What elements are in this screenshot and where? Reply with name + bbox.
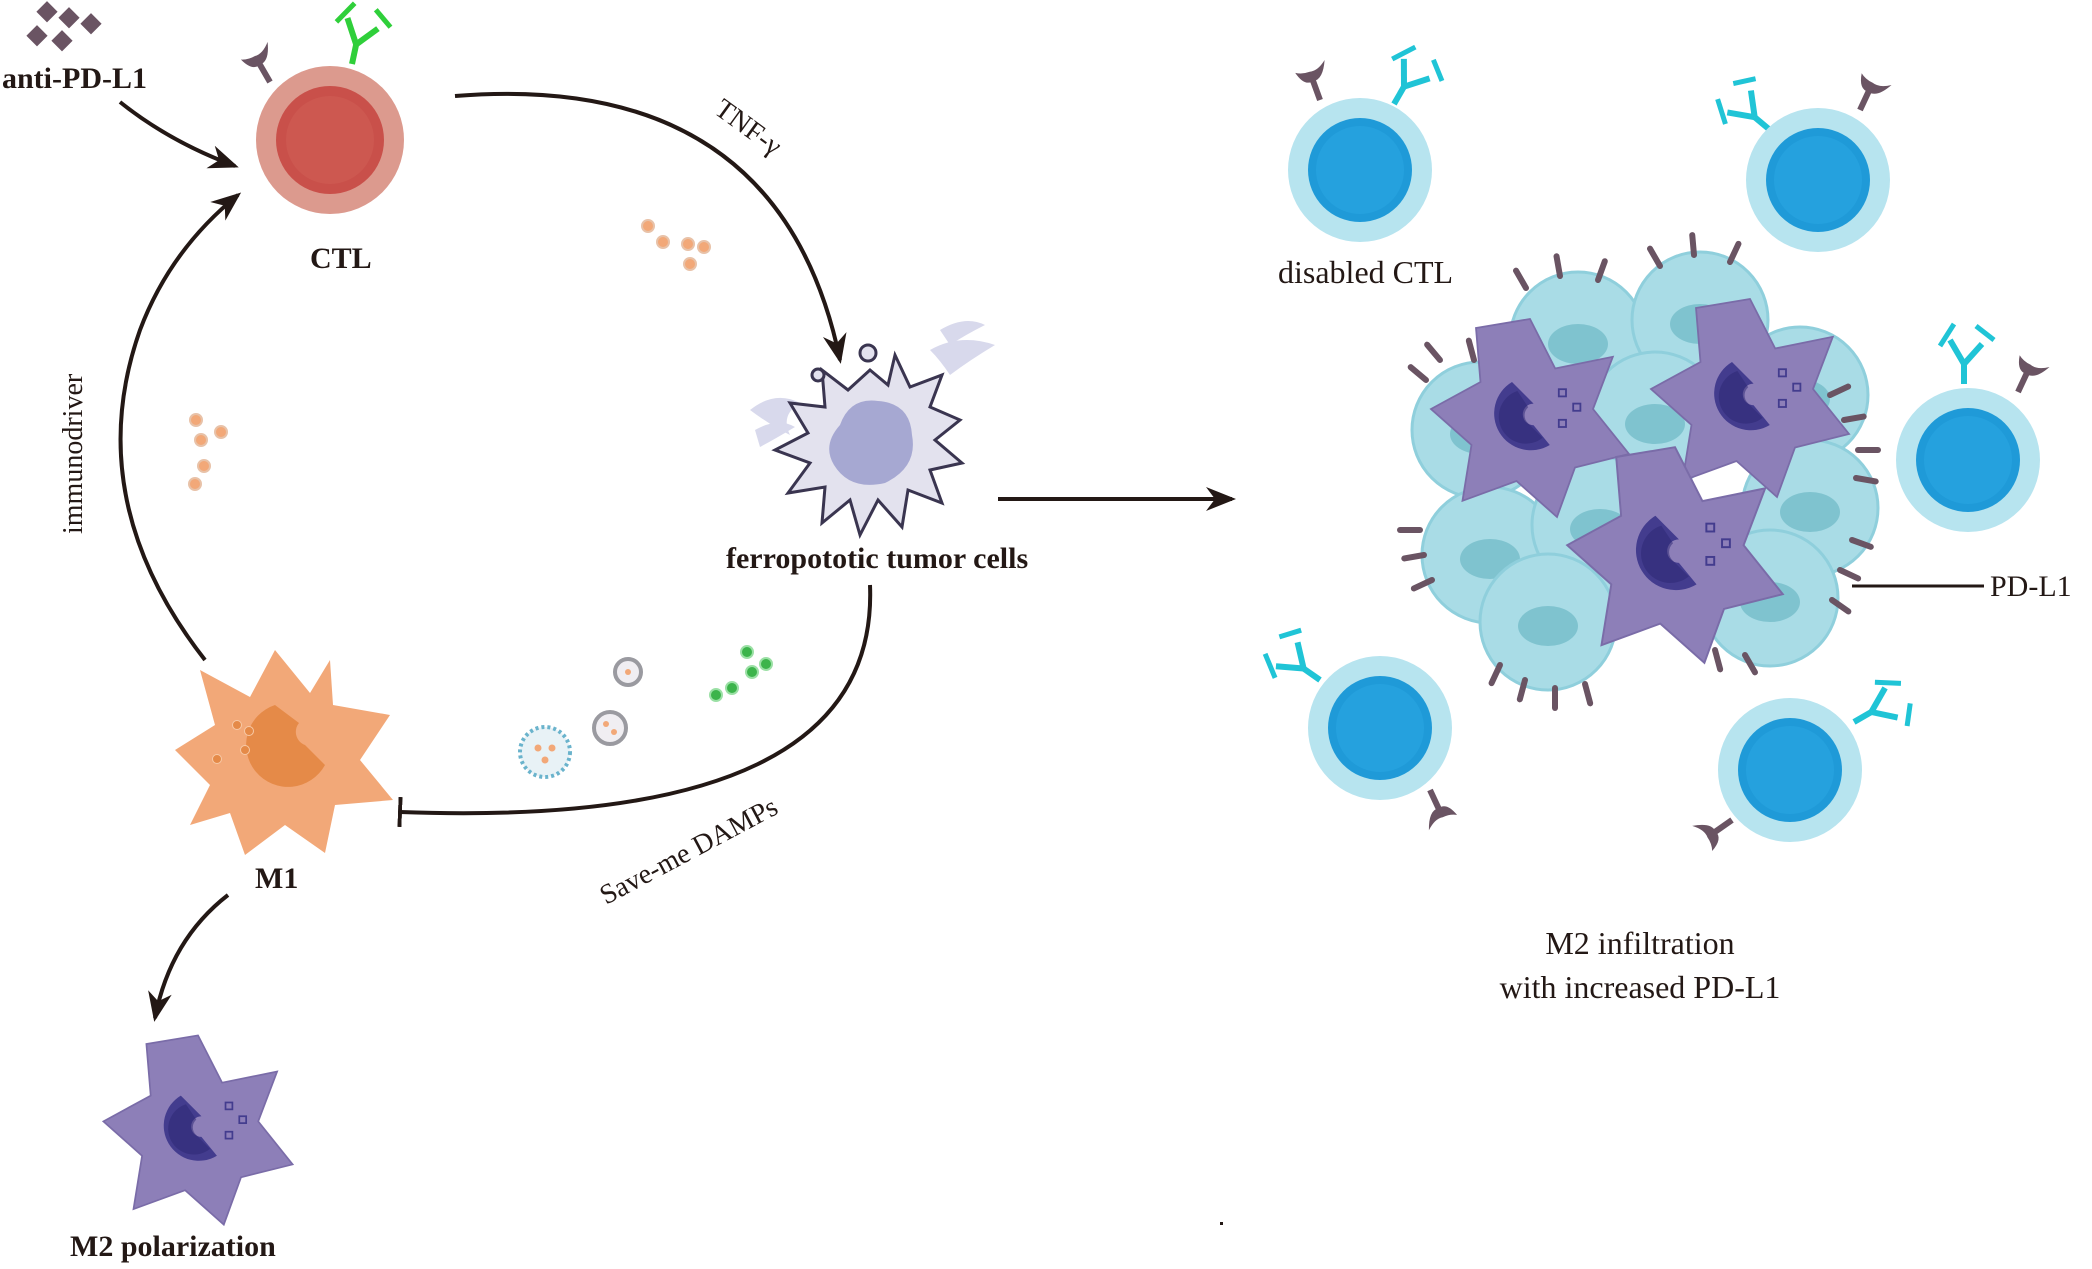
m1-label: M1 <box>255 862 298 895</box>
stray-dot <box>1220 1222 1223 1225</box>
disabled-ctl-cell <box>1709 68 1892 252</box>
damp-green-dots <box>709 645 773 702</box>
m2-macrophage <box>102 1034 294 1226</box>
disabled-ctl-cell <box>1257 621 1458 830</box>
ctl-cell <box>240 0 404 214</box>
tumor-cluster <box>1400 235 1878 708</box>
m2-polarization-label: M2 polarization <box>70 1230 276 1263</box>
m2-polarization-arrow <box>148 893 230 1022</box>
tnf-arrow <box>454 91 847 364</box>
immunodriver-label: immunodriver <box>58 373 89 534</box>
ferroptotic-tumor-cell <box>750 321 995 540</box>
damp-vesicles <box>518 657 643 779</box>
pd-l1-label: PD-L1 <box>1990 570 2072 603</box>
anti-pd-l1-arrow <box>118 100 239 169</box>
save-me-label: Save-me DAMPs <box>595 791 783 911</box>
m2-infiltration-label-line2: with increased PD-L1 <box>1500 969 1781 1005</box>
ferroptotic-label: ferropototic tumor cells <box>726 542 1028 575</box>
disabled-ctl-cell <box>1692 671 1921 852</box>
save-me-inhibit-line <box>397 584 873 828</box>
disabled-ctl-cell <box>1288 40 1450 242</box>
m1-macrophage <box>175 650 393 855</box>
m2-infiltration-label-line1: M2 infiltration <box>1545 925 1734 961</box>
ctl-label: CTL <box>310 242 372 275</box>
cytokine-dots-top <box>641 219 711 271</box>
disabled-ctl-cell <box>1896 324 2050 532</box>
anti-pd-l1-label: anti-PD-L1 <box>2 62 147 95</box>
anti-pd-l1-diamonds-icon <box>26 1 102 52</box>
cytokine-dots-left <box>188 413 228 491</box>
immunodriver-arrow <box>118 192 242 662</box>
disabled-ctl-label: disabled CTL <box>1278 254 1453 290</box>
